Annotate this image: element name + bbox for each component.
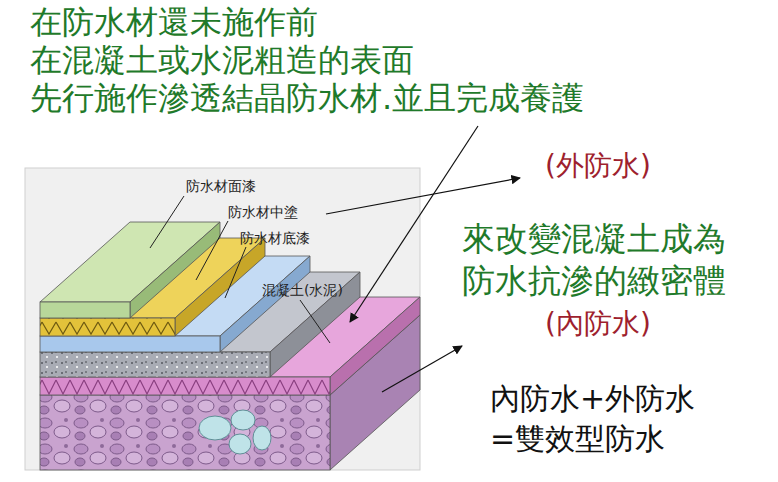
note-text: 在防水材還未施作前	[30, 4, 318, 41]
summary-text: 內防水+外防水	[490, 382, 695, 417]
note-text: 防水抗滲的緻密體	[462, 262, 726, 300]
callout-label: (內防水)	[545, 308, 651, 340]
stones	[199, 410, 271, 454]
illustration-panel	[25, 168, 420, 470]
part-label: 防水材底漆	[240, 230, 310, 246]
top-coat-layer	[40, 222, 220, 318]
callout-label: (外防水)	[545, 150, 651, 182]
summary-text: =雙效型防水	[490, 422, 665, 457]
callout-arrows	[326, 126, 520, 392]
leader-lines	[150, 196, 330, 343]
note-text: 先行施作滲透結晶防水材.並且完成養護	[30, 80, 584, 117]
part-label: 防水材面漆	[186, 178, 256, 194]
layer-stack	[40, 222, 420, 470]
part-label: 防水材中塗	[228, 204, 298, 220]
note-text: 在混凝土或水泥粗造的表面	[30, 42, 414, 79]
note-text: 來改變混凝土成為	[462, 220, 726, 258]
part-label: 混凝土(水泥)	[262, 282, 343, 298]
